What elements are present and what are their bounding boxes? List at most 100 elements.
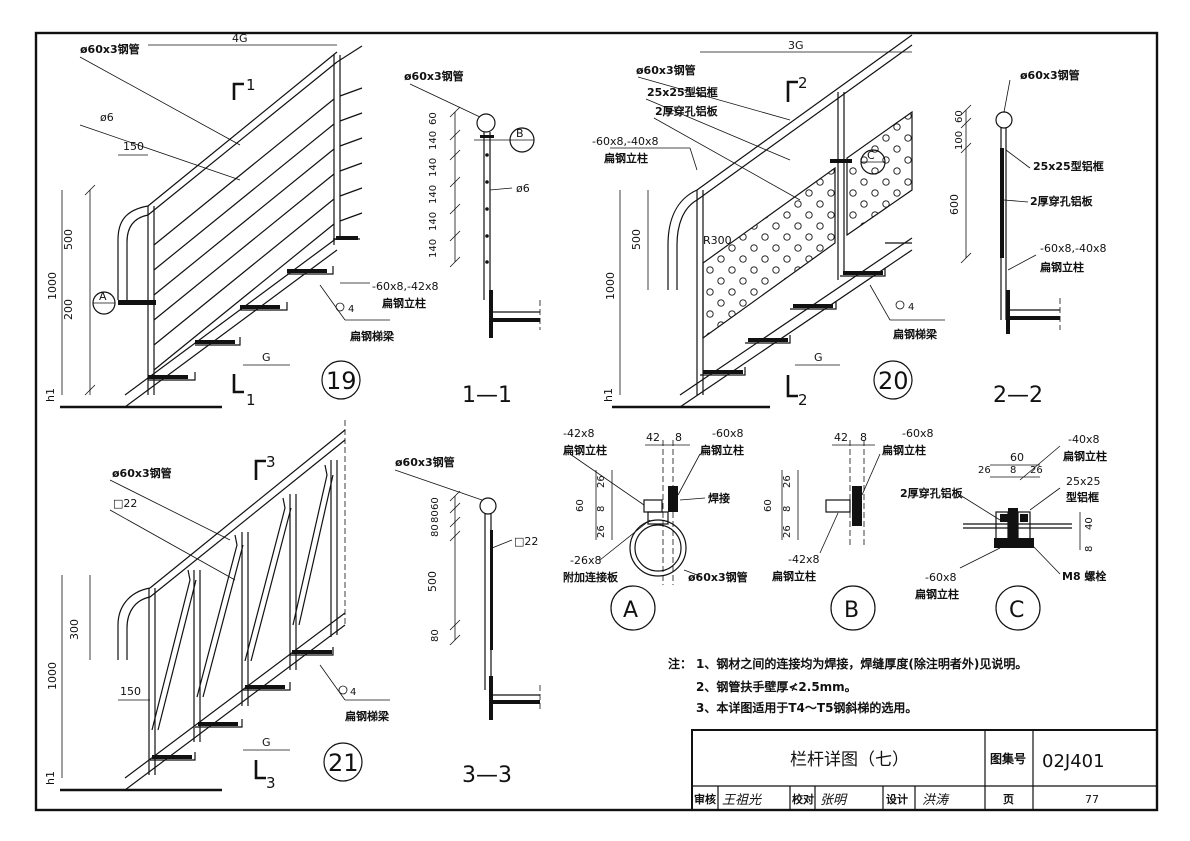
section-mark-bottom: 3: [266, 774, 276, 792]
dim-3g: 3G: [788, 39, 804, 52]
dim-h1: h1: [44, 771, 57, 785]
dim-1000: 1000: [46, 272, 59, 300]
dim-80-c: 80: [430, 629, 441, 642]
dim-500: 500: [630, 229, 643, 250]
dim-60: 60: [575, 499, 586, 512]
dim-80-a: 80: [430, 510, 441, 523]
bolt-label: M8 螺栓: [1062, 569, 1106, 583]
pipe-label: ø60x3钢管: [636, 63, 696, 77]
review-signature: 王祖光: [722, 793, 762, 808]
check-label: 校对: [792, 792, 814, 806]
notes: 注： 1、钢材之间的连接均为焊接，焊缝厚度(除注明者外)见说明。 2、钢管扶手壁…: [668, 656, 1027, 715]
node-c: 60 26 8 26 -40x8 扁钢立柱 25x25 型铝框 2厚穿孔铝板 4…: [900, 433, 1107, 631]
post-name: 扁钢立柱: [604, 151, 648, 165]
dim-g: G: [814, 351, 823, 364]
dim-60: 60: [954, 110, 965, 123]
dim-140-b: 140: [428, 158, 439, 177]
section-label: 1—1: [462, 383, 512, 408]
dim-140-c: 140: [428, 185, 439, 204]
section-1-1: 60 140 140 140 140 140 ø60x3钢管 ø6 B 1—1: [404, 69, 541, 408]
dim-h1: h1: [602, 388, 615, 402]
weld-label: 焊接: [708, 491, 730, 505]
stringer-label: 扁钢梯梁: [350, 329, 395, 343]
pipe-label: ø60x3钢管: [112, 466, 172, 480]
dim-150: 150: [120, 685, 141, 698]
section-mark-bottom: 2: [798, 391, 808, 409]
dim-500: 500: [62, 229, 75, 250]
bubble-c: C: [867, 149, 875, 162]
dim-26-b: 26: [1030, 465, 1043, 476]
section-mark-top: 3: [266, 453, 276, 471]
post-size: -60x8,-40x8: [1040, 242, 1106, 255]
dim-4g: 4G: [232, 32, 248, 45]
dim-500: 500: [426, 571, 439, 592]
bubble-b: B: [516, 127, 524, 140]
pipe-label: ø60x3钢管: [80, 42, 140, 56]
dim-8-v: 8: [782, 506, 793, 512]
plate-size: -26x8: [570, 554, 601, 567]
p2-name: 扁钢立柱: [882, 443, 926, 457]
node-a: 42 8 26 8 26 60 -42x8 扁钢立柱 -60x8 扁钢立柱 焊接…: [563, 427, 748, 631]
pipe-label: ø60x3钢管: [404, 69, 464, 83]
dim-42: 42: [646, 431, 660, 444]
dim-8: 8: [860, 431, 867, 444]
bar-label: □22: [514, 535, 538, 548]
post-size: -60x8,-40x8: [592, 135, 658, 148]
dim-140-d: 140: [428, 212, 439, 231]
plate-name: 附加连接板: [563, 570, 619, 584]
dim-8: 8: [675, 431, 682, 444]
dim-150: 150: [123, 140, 144, 153]
title-block: 栏杆详图（七） 图集号 02J401 审核 王祖光 校对 张明 设计 洪涛 页 …: [691, 729, 1158, 811]
dim-8-v: 8: [1084, 546, 1095, 552]
dim-140-e: 140: [428, 239, 439, 258]
pipe-label: ø60x3钢管: [1020, 68, 1080, 82]
detail-number: 20: [878, 367, 909, 395]
page-number: 77: [1085, 793, 1099, 806]
drawing-title: 栏杆详图（七）: [790, 750, 909, 770]
dim-1000: 1000: [604, 272, 617, 300]
post-name: 扁钢立柱: [1040, 260, 1084, 274]
dim-26-a: 26: [596, 475, 607, 488]
section-label: 3—3: [462, 763, 512, 788]
dim-60: 60: [1010, 451, 1024, 464]
node-label: A: [623, 598, 638, 623]
pipe-label: ø60x3钢管: [688, 570, 748, 584]
node-label: C: [1009, 598, 1024, 623]
plate-label: 2厚穿孔铝板: [900, 486, 964, 500]
dim-26-b: 26: [596, 525, 607, 538]
frame-label: 25x25型铝框: [1033, 159, 1104, 173]
review-label: 审核: [694, 792, 716, 806]
note-3: 3、本详图适用于T4～T5钢斜梯的选用。: [696, 700, 917, 715]
dim-60: 60: [430, 497, 441, 510]
dim-26-a: 26: [978, 465, 991, 476]
note-2: 2、钢管扶手壁厚≮2.5mm。: [696, 679, 857, 694]
pipe-label: ø60x3钢管: [395, 455, 455, 469]
dim-40: 40: [1084, 517, 1095, 530]
weld-size: 4: [348, 304, 354, 315]
dim-600: 600: [948, 194, 961, 215]
p2-name: 扁钢立柱: [915, 587, 959, 601]
dim-80-b: 80: [430, 524, 441, 537]
design-signature: 洪涛: [922, 793, 950, 808]
design-label: 设计: [886, 792, 908, 806]
stringer-label: 扁钢梯梁: [893, 327, 938, 341]
bar-label: □22: [113, 497, 137, 510]
post-name: 扁钢立柱: [382, 296, 426, 310]
sheet-border: [34, 31, 1159, 812]
p2-size: -60x8: [902, 427, 933, 440]
dim-26-b: 26: [782, 525, 793, 538]
dim-g: G: [262, 351, 271, 364]
check-signature: 张明: [820, 793, 848, 808]
bubble-a: A: [99, 290, 107, 303]
frame-name: 型铝框: [1066, 490, 1099, 504]
section-2-2: 60 100 600 ø60x3钢管 25x25型铝框 2厚穿孔铝板 -60x8…: [948, 68, 1106, 408]
node-b: 42 8 26 8 26 60 -60x8 扁钢立柱 -42x8 扁钢立柱 B: [763, 427, 933, 631]
section-mark-top: 1: [246, 76, 256, 94]
dim-60: 60: [428, 112, 439, 125]
frame-size: 25x25: [1066, 475, 1101, 488]
detail-number: 19: [326, 367, 357, 395]
atlas-label: 图集号: [990, 751, 1026, 766]
plate-label: 2厚穿孔铝板: [1030, 194, 1094, 208]
p2-name: 扁钢立柱: [700, 443, 744, 457]
section-label: 2—2: [993, 383, 1043, 408]
